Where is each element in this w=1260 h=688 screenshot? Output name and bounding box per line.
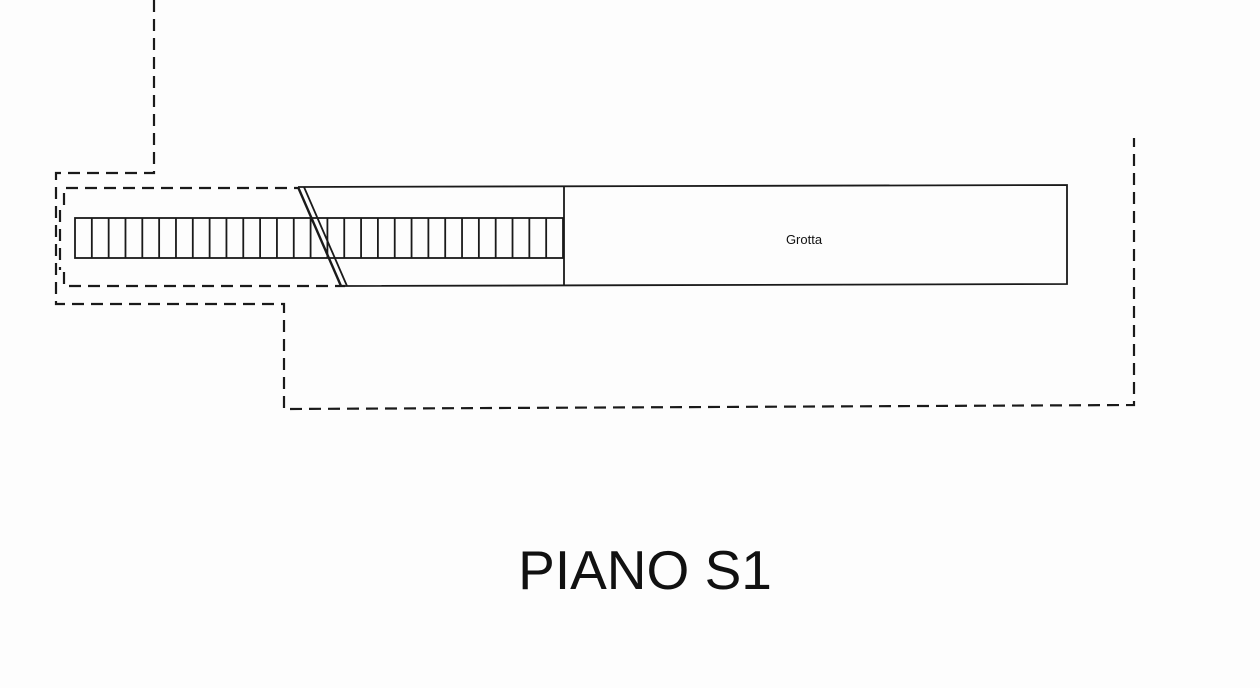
room-label-grotta: Grotta bbox=[786, 232, 823, 247]
staircase bbox=[74, 217, 564, 259]
room-outline bbox=[297, 184, 1068, 287]
diagonal-wall bbox=[296, 186, 343, 287]
corridor-bottom-boundary bbox=[62, 272, 345, 288]
corridor-top-boundary bbox=[62, 186, 298, 205]
outer-boundary bbox=[54, 0, 1136, 411]
plan-title: PIANO S1 bbox=[518, 539, 772, 601]
diagonal-wall-inner bbox=[303, 186, 348, 287]
staircase-outline bbox=[74, 217, 564, 259]
